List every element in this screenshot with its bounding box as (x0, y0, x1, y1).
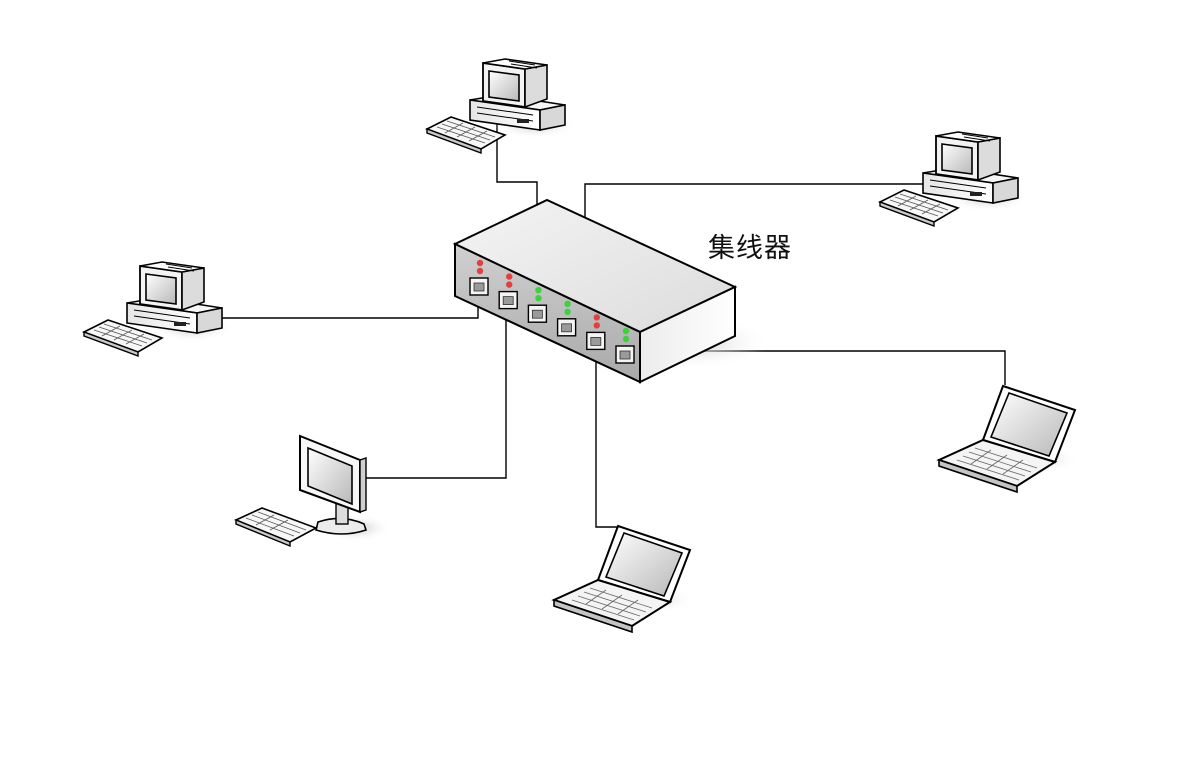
hub-side-face (639, 285, 736, 384)
hub-ports (469, 259, 635, 364)
hub-led-1-2 (476, 267, 484, 275)
laptop-right (938, 385, 1081, 493)
hub-led-6-1 (622, 327, 630, 335)
hub-port-socket-6 (619, 350, 631, 360)
hub-port-socket-1 (473, 282, 485, 292)
hub-led-3-1 (535, 287, 542, 294)
hub-port-socket-5 (590, 336, 602, 346)
hub-port-socket-3 (532, 309, 543, 319)
cable-lcd-workstation (362, 308, 507, 479)
hub-led-5-1 (593, 314, 600, 321)
lcd-workstation (235, 435, 392, 547)
hub-led-6-2 (622, 335, 630, 343)
hub (452, 198, 770, 384)
desktop-computer-top-right (879, 131, 1031, 227)
desktop-computer-top (426, 58, 578, 154)
hub-led-4-2 (564, 308, 571, 315)
hub-led-2-2 (506, 281, 513, 288)
hub-port-socket-4 (561, 323, 572, 333)
hub-port-socket-2 (502, 296, 514, 306)
desktop-computer-left (83, 261, 235, 357)
hub-led-1-1 (476, 259, 484, 267)
hub-led-5-2 (593, 322, 600, 329)
cable-laptop-bottom (595, 350, 622, 528)
hub-led-4-1 (564, 300, 571, 307)
hub-label: 集线器 (708, 233, 792, 264)
hub-led-2-1 (506, 273, 513, 280)
hub-led-3-2 (535, 295, 542, 302)
laptop-bottom (553, 525, 696, 633)
